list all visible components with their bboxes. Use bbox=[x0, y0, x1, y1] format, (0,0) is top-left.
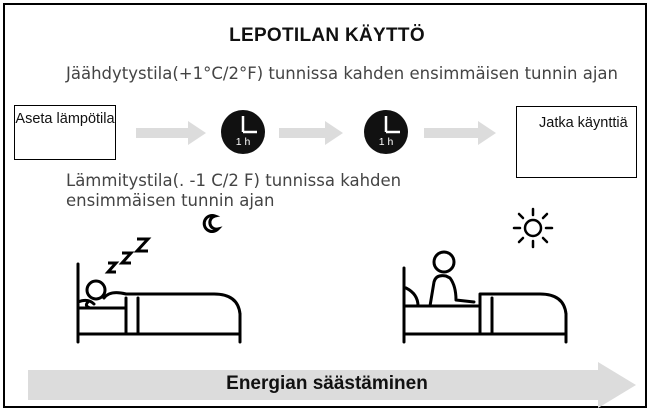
end-box: Jatka käynttiä bbox=[516, 106, 637, 178]
energy-saving-arrow bbox=[28, 362, 636, 408]
arrow-right-icon bbox=[279, 121, 343, 145]
start-box: Aseta lämpötila bbox=[14, 105, 116, 160]
diagram-title: LEPOTILAN KÄYTTÖ bbox=[229, 25, 425, 46]
arrow-right-icon bbox=[424, 121, 496, 145]
clock-icon: 1 h bbox=[363, 109, 409, 155]
clock-icon: 1 h bbox=[220, 109, 266, 155]
sleeping-person-icon bbox=[76, 262, 242, 344]
zzz-icon bbox=[104, 237, 152, 274]
waking-person-icon bbox=[402, 250, 568, 344]
cooling-mode-text: Jäähdytystila(+1°C/2°F) tunnissa kahden … bbox=[66, 64, 618, 83]
sun-icon bbox=[512, 207, 554, 249]
clock-label: 1 h bbox=[378, 136, 394, 148]
arrow-right-icon bbox=[136, 121, 206, 145]
diagram-frame bbox=[3, 3, 647, 408]
clock-label: 1 h bbox=[235, 136, 251, 148]
energy-saving-label: Energian säästäminen bbox=[226, 373, 428, 394]
moon-icon bbox=[202, 214, 223, 233]
heating-mode-text: Lämmitystila(. -1 C/2 F) tunnissa kahden… bbox=[66, 171, 402, 210]
